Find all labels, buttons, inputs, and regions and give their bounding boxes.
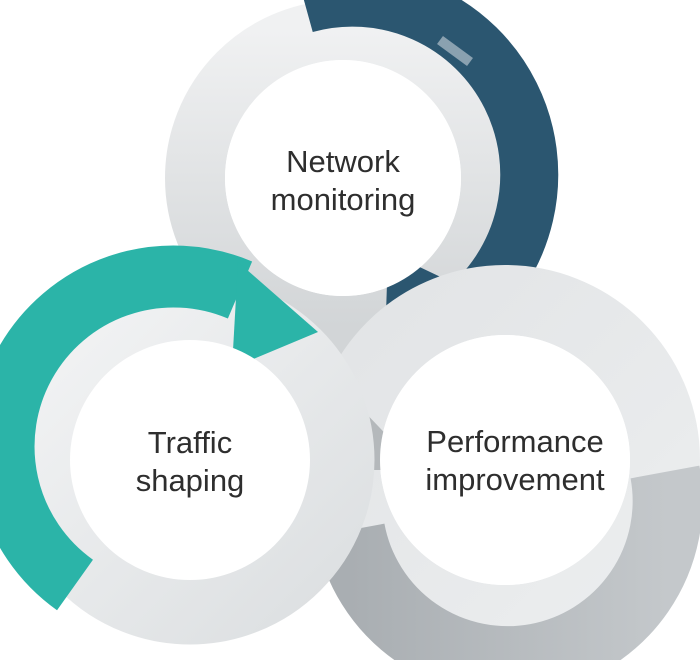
traffic-ring-center — [70, 340, 310, 580]
network-ring — [165, 0, 559, 356]
network-monitoring-label: Network monitoring — [228, 143, 458, 219]
traffic-arrow-head — [232, 262, 318, 368]
network-ring-highlight — [437, 35, 473, 67]
performance-ring-center — [380, 335, 630, 585]
traffic-ring — [0, 245, 375, 645]
traffic-shaping-label: Traffic shaping — [80, 424, 300, 500]
network-ring-arc — [303, 0, 559, 338]
performance-improvement-label: Performance improvement — [395, 423, 635, 499]
network-label-line1: Network — [286, 144, 400, 179]
traffic-ring-arc — [0, 245, 253, 611]
network-ring-center — [225, 60, 461, 296]
performance-label-line2: improvement — [425, 462, 605, 497]
network-ring-track — [165, 0, 521, 356]
traffic-label-line2: shaping — [135, 463, 245, 498]
performance-ring-arc — [315, 465, 700, 660]
performance-label-line1: Performance — [426, 424, 604, 459]
traffic-label-line1: Traffic — [147, 425, 233, 460]
network-label-line2: monitoring — [270, 182, 416, 217]
